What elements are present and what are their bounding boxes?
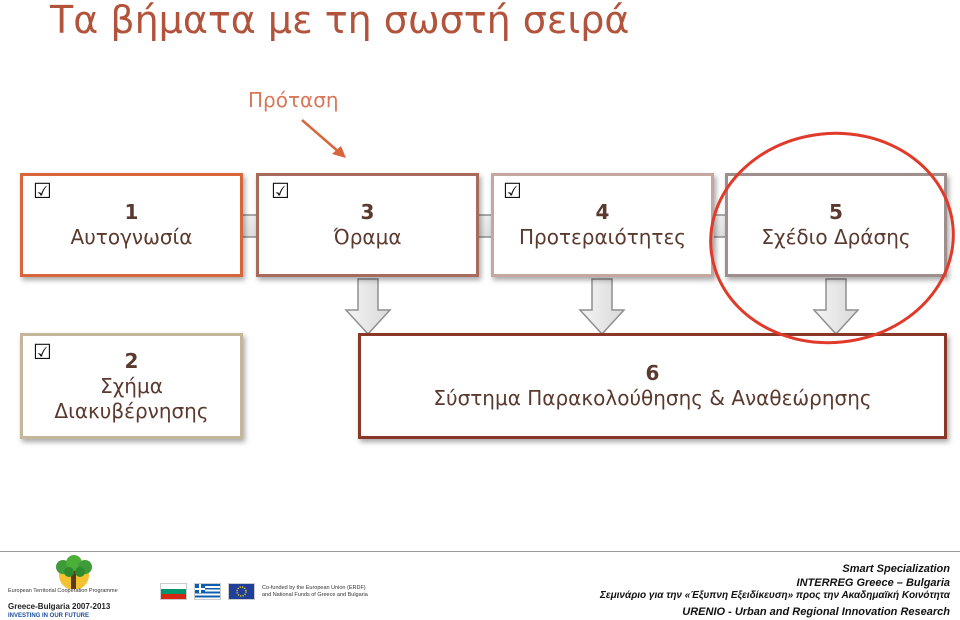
step-4-box: 4 Προτεραιότητες [491, 173, 714, 277]
programme-logo: European Territorial Cooperation Program… [8, 555, 148, 620]
step-number: 1 [124, 200, 139, 224]
proposal-pointer [301, 119, 341, 154]
proposal-pointer-head [332, 146, 346, 158]
step-label: Προτεραιότητες [518, 225, 686, 249]
programme-line1: European Territorial Cooperation Program… [8, 588, 118, 594]
footer-interreg: INTERREG Greece – Bulgaria [796, 577, 950, 589]
checkbox-checked-icon: ☑ [271, 179, 290, 203]
step-label-line1: Σχήμα [100, 373, 163, 398]
step-3-box: 3 Όραμα [256, 173, 479, 277]
step-number: 2 [124, 348, 139, 373]
programme-motto: INVESTING IN OUR FUTURE [8, 613, 90, 619]
step-label: Σύστημα Παρακολούθησης & Αναθεώρησης [433, 386, 872, 410]
checkbox-checked-icon: ☑ [33, 340, 52, 364]
arrow-3-to-6 [344, 278, 392, 336]
step-number: 4 [595, 200, 610, 224]
step-6-box: 6 Σύστημα Παρακολούθησης & Αναθεώρησης [358, 333, 947, 439]
programme-name: Greece-Bulgaria 2007-2013 [8, 602, 111, 611]
step-5-box: 5 Σχέδιο Δράσης [725, 173, 947, 277]
arrow-4-to-6 [578, 278, 626, 336]
step-label: Σχέδιο Δράσης [761, 225, 911, 249]
tree-logo-icon [56, 555, 92, 589]
step-1-box: 1 Αυτογνωσία [20, 173, 243, 277]
step-number: 5 [829, 200, 843, 224]
footer-urenio: URENIO - Urban and Regional Innovation R… [682, 606, 950, 618]
proposal-label: Πρόταση [248, 88, 339, 112]
step-label: Αυτογνωσία [70, 225, 193, 249]
slide-title: Τα βήματα με τη σωστή σειρά [50, 0, 630, 42]
footer-divider [0, 551, 960, 552]
eu-flag-icon [228, 583, 255, 600]
arrow-5-to-6 [812, 278, 860, 336]
step-2-box: 2 Σχήμα Διακυβέρνησης [20, 333, 243, 439]
cofunding-text: Co-funded by the European Union (ERDF) a… [262, 585, 368, 600]
footer-seminar: Σεμινάριο για την «Έξυπνη Εξειδίκευση» π… [599, 590, 950, 601]
footer-smart-specialization: Smart Specialization [842, 563, 950, 575]
checkbox-checked-icon: ☑ [33, 179, 52, 203]
checkbox-checked-icon: ☑ [503, 179, 522, 203]
step-number: 3 [360, 200, 375, 224]
cofund-line1: Co-funded by the European Union (ERDF) [262, 585, 366, 591]
cofund-line2: and National Funds of Greece and Bulgari… [262, 592, 368, 599]
bulgaria-flag-icon [160, 583, 187, 600]
greece-flag-icon [194, 583, 221, 600]
step-label: Όραμα [333, 225, 402, 249]
step-label-line2: Διακυβέρνησης [54, 398, 209, 423]
step-number: 6 [645, 361, 660, 385]
